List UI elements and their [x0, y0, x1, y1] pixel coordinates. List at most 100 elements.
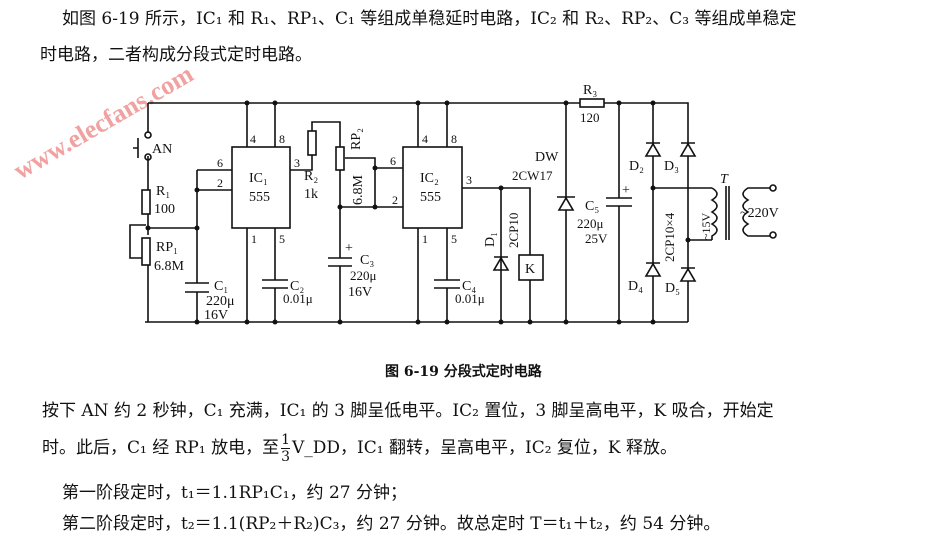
fraction-denominator: 3 [281, 449, 291, 465]
svg-text:555: 555 [420, 190, 441, 205]
svg-text:1: 1 [422, 232, 428, 246]
svg-text:220μ: 220μ [577, 216, 604, 231]
svg-text:16V: 16V [204, 308, 228, 323]
potentiometer-rp1 [141, 237, 151, 266]
ac-terminal [769, 184, 777, 192]
svg-text:2CP10: 2CP10 [506, 213, 521, 248]
svg-text:~220V: ~220V [740, 206, 779, 221]
svg-text:3: 3 [466, 173, 472, 187]
svg-text:6: 6 [390, 154, 396, 168]
svg-text:4: 4 [422, 132, 428, 146]
svg-text:555: 555 [249, 190, 270, 205]
resistor-r3 [579, 98, 605, 108]
body-paragraph-1: 按下 AN 约 2 秒钟，C₁ 充满，IC₁ 的 3 脚呈低电平。IC₂ 置位，… [42, 401, 774, 421]
capacitor-c5 [606, 197, 632, 207]
figure-caption: 图 6-19 分段式定时电路 [385, 364, 542, 380]
svg-text:RP₂: RP₂ [349, 128, 364, 150]
svg-text:+: + [345, 241, 353, 256]
intro-line-2: 时电路，二者构成分段式定时电路。 [40, 45, 312, 65]
svg-text:C₅: C₅ [585, 199, 599, 214]
transformer-secondary [710, 187, 718, 240]
left-branch-wires [129, 103, 149, 322]
svg-text:IC₂: IC₂ [420, 171, 439, 186]
relay-k [518, 254, 544, 281]
svg-text:T: T [720, 172, 729, 187]
svg-text:5: 5 [279, 232, 285, 246]
svg-text:+: + [622, 183, 630, 198]
bridge-wires [625, 102, 712, 322]
supply-wires [565, 103, 620, 322]
body-paragraph-3: 第一阶段定时，t₁＝1.1RP₁C₁，约 27 分钟； [62, 483, 407, 503]
capacitor-c4 [434, 279, 460, 289]
svg-text:D₁: D₁ [483, 232, 498, 247]
capacitor-c3 [328, 257, 352, 267]
svg-text:DW: DW [535, 150, 559, 165]
svg-text:2: 2 [392, 193, 398, 207]
component-labels: AN R₁ 100 RP₁ 6.8M C₁ 220μ 16V IC₁ 555 4… [152, 83, 779, 323]
svg-text:1: 1 [251, 232, 257, 246]
svg-text:RP₁: RP₁ [156, 240, 178, 255]
svg-text:D₃: D₃ [664, 159, 679, 174]
output-wires [462, 187, 531, 322]
ic2-555 [402, 146, 463, 229]
zener-dw [557, 196, 575, 211]
svg-text:D₂: D₂ [629, 159, 644, 174]
svg-text:120: 120 [580, 110, 600, 125]
svg-text:K: K [525, 262, 535, 277]
diode-d3 [679, 142, 697, 157]
svg-text:R₂: R₂ [304, 169, 318, 184]
diode-d5 [679, 267, 697, 282]
svg-text:2CP10×4: 2CP10×4 [662, 212, 677, 262]
svg-text:8: 8 [451, 132, 457, 146]
svg-text:C₄: C₄ [462, 279, 476, 294]
timing-wires [290, 121, 403, 322]
svg-text:C₃: C₃ [360, 253, 374, 268]
svg-text:R₁: R₁ [156, 184, 170, 199]
svg-text:6: 6 [217, 156, 223, 170]
ic1-555 [231, 146, 291, 229]
svg-text:D₄: D₄ [628, 279, 643, 294]
svg-text:4: 4 [250, 132, 256, 146]
intro-line-1: 如图 6-19 所示，IC₁ 和 R₁、RP₁、C₁ 等组成单稳延时电路，IC₂… [62, 9, 797, 29]
svg-text:8: 8 [279, 132, 285, 146]
svg-text:6.8M: 6.8M [154, 259, 185, 274]
diode-d1 [492, 256, 510, 271]
svg-text:220μ: 220μ [206, 294, 235, 309]
body-text: 时。此后，C₁ 经 RP₁ 放电，至 [42, 438, 280, 458]
ic2-pin-wires [417, 103, 448, 322]
svg-text:100: 100 [154, 202, 175, 217]
svg-text:0.01μ: 0.01μ [455, 291, 485, 306]
svg-text:1k: 1k [304, 187, 318, 202]
circuit-diagram: www.elecfans.com [9, 59, 779, 325]
svg-text:R₃: R₃ [583, 83, 597, 98]
ic1-input-wires [148, 169, 232, 322]
potentiometer-rp2 [335, 146, 345, 171]
svg-text:220μ: 220μ [350, 268, 377, 283]
svg-text:2CW17: 2CW17 [512, 168, 553, 183]
capacitor-c2 [262, 279, 288, 289]
ic1-pin-wires [246, 103, 276, 322]
svg-text:C₁: C₁ [214, 279, 228, 294]
svg-text:C₂: C₂ [290, 279, 304, 294]
body-text: V_DD，IC₁ 翻转，呈高电平，IC₂ 复位，K 释放。 [292, 438, 678, 458]
svg-text:16V: 16V [348, 285, 372, 300]
svg-text:25V: 25V [585, 231, 608, 246]
capacitor-c1 [185, 282, 209, 293]
svg-text:2: 2 [217, 176, 223, 190]
svg-text:6.8M: 6.8M [351, 175, 366, 206]
diode-d2 [644, 142, 662, 157]
fraction-numerator: 1 [281, 432, 291, 449]
watermark: www.elecfans.com [9, 59, 199, 185]
resistor-r1 [141, 189, 151, 215]
svg-text:~15V: ~15V [699, 213, 713, 240]
svg-text:5: 5 [451, 232, 457, 246]
pushbutton-an [133, 138, 139, 158]
svg-text:IC₁: IC₁ [249, 171, 268, 186]
transformer-core [725, 186, 730, 240]
transformer-primary [742, 187, 770, 237]
resistor-r2 [307, 130, 317, 156]
ac-terminal [769, 231, 777, 239]
